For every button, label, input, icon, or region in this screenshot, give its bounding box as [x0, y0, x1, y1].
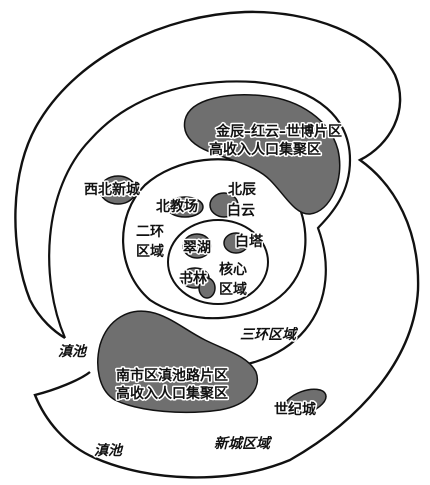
- nanshi-high-income-cluster: [97, 310, 259, 414]
- label-baita: 白塔: [235, 233, 264, 250]
- label-shiji-cheng: 世纪城: [274, 401, 316, 418]
- shiji-cheng-cluster: [283, 388, 327, 416]
- label-high-income-2: 高收入人口集聚区: [116, 385, 228, 402]
- label-baiyun: 白云: [227, 202, 255, 219]
- label-erhuan-quyu: 区域: [136, 243, 164, 260]
- label-hexin: 核心: [219, 261, 247, 278]
- label-jinchen-zone: 金辰–红云–世博片区: [215, 123, 342, 140]
- label-high-income-1: 高收入人口集聚区: [209, 141, 321, 158]
- cuihu-cluster: [182, 233, 212, 259]
- new-city-boundary-inner: [28, 299, 66, 340]
- label-dianchi-bottom: 滇池: [94, 442, 124, 459]
- label-hexin-quyu: 区域: [219, 281, 247, 298]
- label-dianchi-left: 滇池: [58, 343, 88, 360]
- label-shulin: 书林: [179, 270, 207, 287]
- label-nanshi-zone: 南市区滇池路片区: [116, 367, 228, 384]
- beichen-baiyun-cluster: [209, 192, 239, 218]
- label-bei-jiaochang: 北教场: [156, 198, 198, 215]
- new-city-boundary: [14, 10, 420, 479]
- label-beichen: 北辰: [228, 182, 257, 198]
- label-sanhuan-quyu: 三环区域: [240, 326, 299, 343]
- xibei-xincheng-cluster: [99, 175, 137, 205]
- label-xincheng-quyu: 新城区域: [214, 435, 273, 452]
- jinchen-high-income-cluster: [183, 94, 341, 215]
- label-cuihu: 翠湖: [183, 240, 211, 256]
- label-xibei-xincheng: 西北新城: [84, 181, 140, 198]
- core-area-boundary: [167, 219, 269, 305]
- beijiaochang-cluster: [166, 196, 204, 218]
- baita-cluster: [223, 232, 249, 254]
- label-erhuan: 二环: [136, 224, 164, 240]
- hexin-cluster: [198, 277, 216, 299]
